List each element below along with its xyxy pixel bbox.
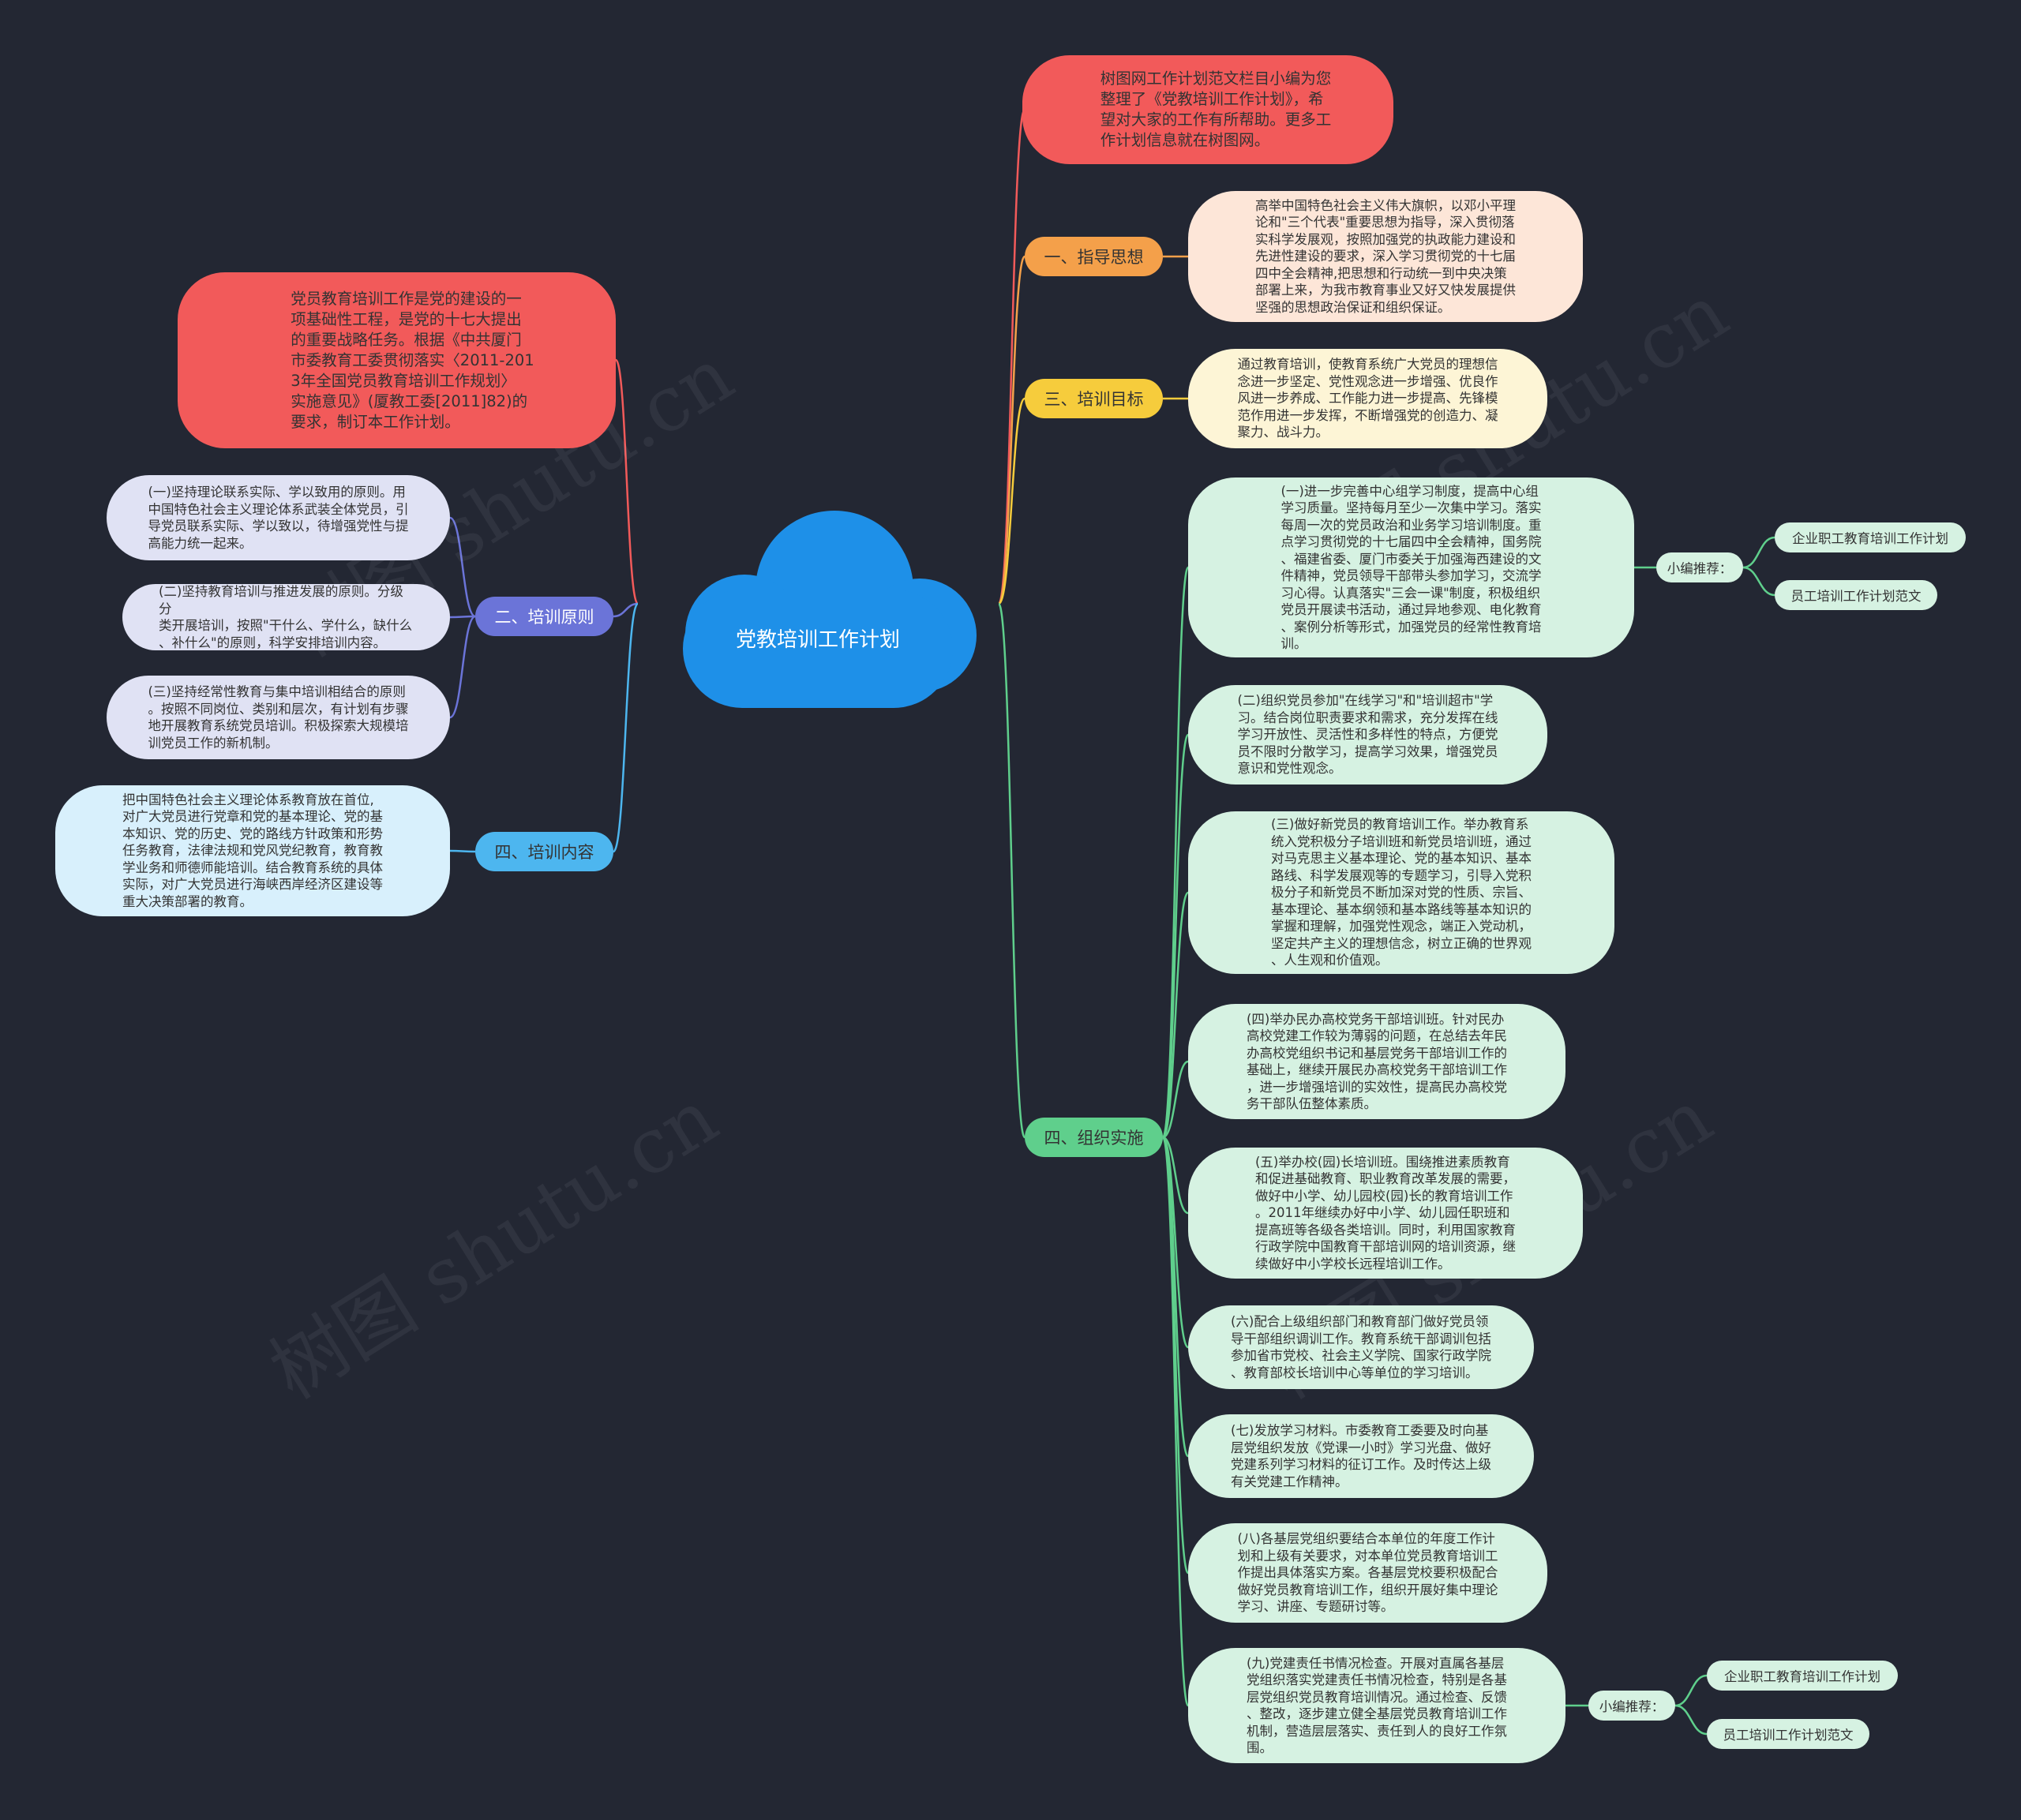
content-text: 把中国特色社会主义理论体系教育放在首位, 对广大党员进行党章和党的基本理论、党的… [122, 792, 383, 909]
recommend-link[interactable]: 员工培训工作计划范文 [1775, 580, 1937, 610]
principle-item[interactable]: (一)坚持理论联系实际、学以致用的原则。用 中国特色社会主义理论体系武装全体党员… [107, 475, 450, 560]
edge-content [612, 602, 639, 853]
edge-content-text [449, 849, 476, 853]
edge-implement [997, 602, 1026, 1139]
implement-item[interactable]: (三)做好新党员的教育培训工作。举办教育系 统入党积极分子培训班和新党员培训班，… [1188, 811, 1614, 974]
edge-intro [997, 108, 1026, 605]
branch-guiding-label: 一、指导思想 [1044, 248, 1144, 267]
implement-item[interactable]: (五)举办校(园)长培训班。围绕推进素质教育 和促进基础教育、职业教育改革发展的… [1188, 1148, 1583, 1279]
principle-item-text: (三)坚持经常性教育与集中培训相结合的原则 。按照不同岗位、类别和层次，有计划有… [148, 684, 409, 751]
implement-item-text: (三)做好新党员的教育培训工作。举办教育系 统入党积极分子培训班和新党员培训班，… [1271, 817, 1532, 968]
principle-item-text: (一)坚持理论联系实际、学以致用的原则。用 中国特色社会主义理论体系武装全体党员… [148, 485, 409, 551]
edge-left-intro [614, 358, 639, 605]
edge-principle [613, 602, 639, 618]
edge-implement-item [1162, 1060, 1189, 1139]
implement-item[interactable]: (二)组织党员参加"在线学习"和"培训超市"学 习。结合岗位职责要求和需求，充分… [1188, 685, 1547, 785]
branch-goal[interactable]: 三、培训目标 [1025, 379, 1163, 418]
implement-item-text: (八)各基层党组织要结合本单位的年度工作计 划和上级有关要求，对本单位党员教育培… [1237, 1531, 1498, 1615]
implement-item[interactable]: (七)发放学习材料。市委教育工委要及时向基 层党组织发放《党课一小时》学习光盘、… [1188, 1414, 1534, 1498]
implement-item-text: (二)组织党员参加"在线学习"和"培训超市"学 习。结合岗位职责要求和需求，充分… [1237, 693, 1498, 777]
goal-text-node[interactable]: 通过教育培训，使教育系统广大党员的理想信 念进一步坚定、党性观念进一步增强、优良… [1188, 349, 1547, 448]
implement-item[interactable]: (八)各基层党组织要结合本单位的年度工作计 划和上级有关要求，对本单位党员教育培… [1188, 1523, 1547, 1623]
intro-node[interactable]: 树图网工作计划范文栏目小编为您 整理了《党教培训工作计划》，希 望对大家的工作有… [1022, 55, 1393, 164]
intro-text: 树图网工作计划范文栏目小编为您 整理了《党教培训工作计划》，希 望对大家的工作有… [1100, 69, 1332, 149]
principle-item[interactable]: (三)坚持经常性教育与集中培训相结合的原则 。按照不同岗位、类别和层次，有计划有… [107, 676, 450, 759]
principle-item[interactable]: (二)坚持教育培训与推进发展的原则。分级分 类开展培训，按照"干什么、学什么，缺… [122, 584, 450, 650]
recommend-label: 小编推荐： [1656, 552, 1743, 582]
central-topic[interactable]: 党教培训工作计划 [636, 501, 1000, 710]
edge-guiding [997, 255, 1026, 605]
principle-item-text: (二)坚持教育培训与推进发展的原则。分级分 类开展培训，按照"干什么、学什么，缺… [159, 584, 413, 650]
branch-principle-label: 二、培训原则 [494, 608, 594, 627]
implement-item-text: (五)举办校(园)长培训班。围绕推进素质教育 和促进基础教育、职业教育改革发展的… [1255, 1154, 1516, 1271]
branch-guiding[interactable]: 一、指导思想 [1025, 237, 1163, 276]
implement-item-text: (六)配合上级组织部门和教育部门做好党员领 导干部组织调训工作。教育系统干部调训… [1231, 1314, 1491, 1380]
edge-principle-item [449, 516, 476, 618]
branch-goal-label: 三、培训目标 [1044, 390, 1144, 409]
edge-implement-item [1161, 891, 1190, 1139]
edge-principle-item [449, 615, 476, 719]
central-title: 党教培训工作计划 [735, 628, 900, 652]
goal-text: 通过教育培训，使教育系统广大党员的理想信 念进一步坚定、党性观念进一步增强、优良… [1237, 357, 1498, 440]
implement-item[interactable]: (九)党建责任书情况检查。开展对直属各基层 党组织落实党建责任书情况检查，特别是… [1188, 1648, 1565, 1763]
implement-item[interactable]: (六)配合上级组织部门和教育部门做好党员领 导干部组织调训工作。教育系统干部调训… [1188, 1305, 1534, 1389]
left-intro-text: 党员教育培训工作是党的建设的一 项基础性工程，是党的十七大提出 的重要战略任务。… [291, 289, 534, 431]
recommend-label: 小编推荐： [1588, 1691, 1675, 1721]
content-text-node[interactable]: 把中国特色社会主义理论体系教育放在首位, 对广大党员进行党章和党的基本理论、党的… [55, 785, 450, 916]
edge-recommend-link [1742, 536, 1775, 569]
recommend-link[interactable]: 企业职工教育培训工作计划 [1775, 522, 1966, 552]
edge-implement-item [1162, 1136, 1189, 1215]
implement-item-text: (九)党建责任书情况检查。开展对直属各基层 党组织落实党建责任书情况检查，特别是… [1247, 1655, 1507, 1756]
edge-implement-item [1161, 566, 1190, 1139]
branch-implement-label: 四、组织实施 [1044, 1129, 1144, 1148]
implement-item-text: (一)进一步完善中心组学习制度，提高中心组 学习质量。坚持每月至少一次集中学习。… [1280, 483, 1542, 652]
edge-implement-item [1161, 1136, 1190, 1575]
recommend-link[interactable]: 企业职工教育培训工作计划 [1707, 1661, 1898, 1691]
implement-item-text: (七)发放学习材料。市委教育工委要及时向基 层党组织发放《党课一小时》学习光盘、… [1231, 1423, 1491, 1489]
edge-recommend-link [1674, 1704, 1708, 1736]
branch-content-label: 四、培训内容 [494, 843, 594, 862]
implement-item[interactable]: (四)举办民办高校党务干部培训班。针对民办 高校党建工作较为薄弱的问题，在总结去… [1188, 1004, 1565, 1119]
edge-implement-item [1161, 1136, 1190, 1707]
branch-principle[interactable]: 二、培训原则 [475, 597, 613, 636]
branch-implement[interactable]: 四、组织实施 [1025, 1118, 1163, 1157]
edge-recommend-link [1674, 1674, 1708, 1707]
recommend-link[interactable]: 员工培训工作计划范文 [1707, 1719, 1869, 1749]
implement-item[interactable]: (一)进一步完善中心组学习制度，提高中心组 学习质量。坚持每月至少一次集中学习。… [1188, 477, 1634, 657]
cloud-shape [683, 511, 977, 708]
implement-item-text: (四)举办民办高校党务干部培训班。针对民办 高校党建工作较为薄弱的问题，在总结去… [1247, 1011, 1507, 1112]
left-intro-node[interactable]: 党员教育培训工作是党的建设的一 项基础性工程，是党的十七大提出 的重要战略任务。… [178, 272, 616, 448]
guiding-text: 高举中国特色社会主义伟大旗帜，以邓小平理 论和"三个代表"重要思想为指导，深入贯… [1255, 197, 1516, 315]
edge-recommend-link [1742, 566, 1775, 597]
guiding-text-node[interactable]: 高举中国特色社会主义伟大旗帜，以邓小平理 论和"三个代表"重要思想为指导，深入贯… [1188, 191, 1583, 322]
edge-goal [997, 397, 1026, 605]
edge-principle-item [449, 615, 476, 619]
edge-implement-item [1161, 733, 1190, 1139]
branch-content[interactable]: 四、培训内容 [475, 832, 613, 871]
